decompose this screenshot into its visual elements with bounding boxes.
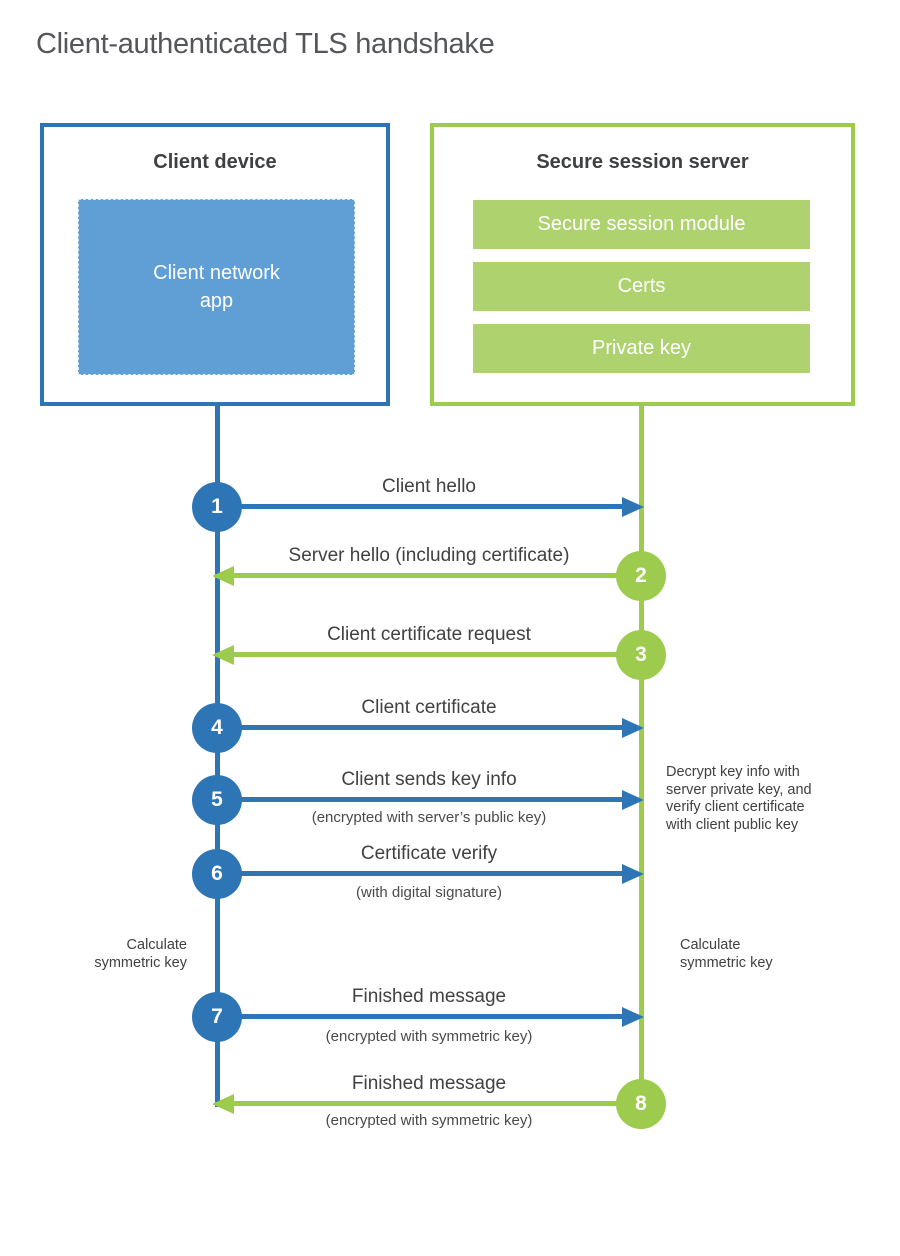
message-sublabel: (encrypted with symmetric key) (325, 1112, 533, 1129)
server-lifeline (639, 406, 644, 1129)
message-arrow-line (240, 797, 624, 802)
step-badge: 5 (192, 775, 242, 825)
step-number: 4 (211, 716, 223, 739)
message-arrow-line (240, 725, 624, 730)
message-label: Client certificate (361, 697, 497, 718)
message-label: Finished message (351, 986, 507, 1007)
page-title: Client-authenticated TLS handshake (36, 28, 495, 60)
calculate-symmetric-key-note-server: Calculate symmetric key (680, 937, 773, 971)
step-badge: 2 (616, 551, 666, 601)
step-number: 3 (635, 643, 647, 666)
arrow-right-icon (622, 718, 644, 738)
message-label: Certificate verify (360, 843, 498, 864)
message-arrow-line (234, 573, 618, 578)
calculate-symmetric-key-note-client: Calculate symmetric key (94, 937, 187, 971)
arrow-right-icon (622, 497, 644, 517)
arrow-left-icon (212, 566, 234, 586)
message-label: Finished message (351, 1073, 507, 1094)
step-number: 8 (635, 1092, 647, 1115)
step-number: 2 (635, 564, 647, 587)
message-label: Client sends key info (341, 769, 517, 790)
message-arrow-line (234, 652, 618, 657)
step-number: 7 (211, 1005, 223, 1028)
message-arrow-line (234, 1101, 618, 1106)
client-network-app-box: Client network app (78, 199, 355, 375)
message-label: Client hello (382, 476, 476, 497)
arrow-left-icon (212, 1094, 234, 1114)
message-arrow-line (240, 871, 624, 876)
step-number: 6 (211, 862, 223, 885)
message-arrow-line (240, 1014, 624, 1019)
message-sublabel: (encrypted with symmetric key) (325, 1028, 533, 1045)
step-badge: 7 (192, 992, 242, 1042)
step-badge: 6 (192, 849, 242, 899)
arrow-left-icon (212, 645, 234, 665)
message-label: Server hello (including certificate) (288, 545, 570, 566)
server-certs-bar: Certs (473, 262, 810, 311)
step-number: 1 (211, 495, 223, 518)
step-badge: 4 (192, 703, 242, 753)
decrypt-note: Decrypt key info with server private key… (666, 764, 812, 833)
step-badge: 8 (616, 1079, 666, 1129)
step-badge: 1 (192, 482, 242, 532)
arrow-right-icon (622, 864, 644, 884)
message-label: Client certificate request (327, 624, 531, 645)
step-number: 5 (211, 788, 223, 811)
message-sublabel: (with digital signature) (356, 884, 502, 901)
server-heading: Secure session server (536, 151, 749, 173)
step-badge: 3 (616, 630, 666, 680)
server-private-key-bar: Private key (473, 324, 810, 373)
arrow-right-icon (622, 790, 644, 810)
message-arrow-line (240, 504, 624, 509)
arrow-right-icon (622, 1007, 644, 1027)
client-device-heading: Client device (153, 151, 277, 173)
message-sublabel: (encrypted with server’s public key) (311, 809, 547, 826)
client-lifeline (215, 406, 220, 1107)
server-module-bar: Secure session module (473, 200, 810, 249)
